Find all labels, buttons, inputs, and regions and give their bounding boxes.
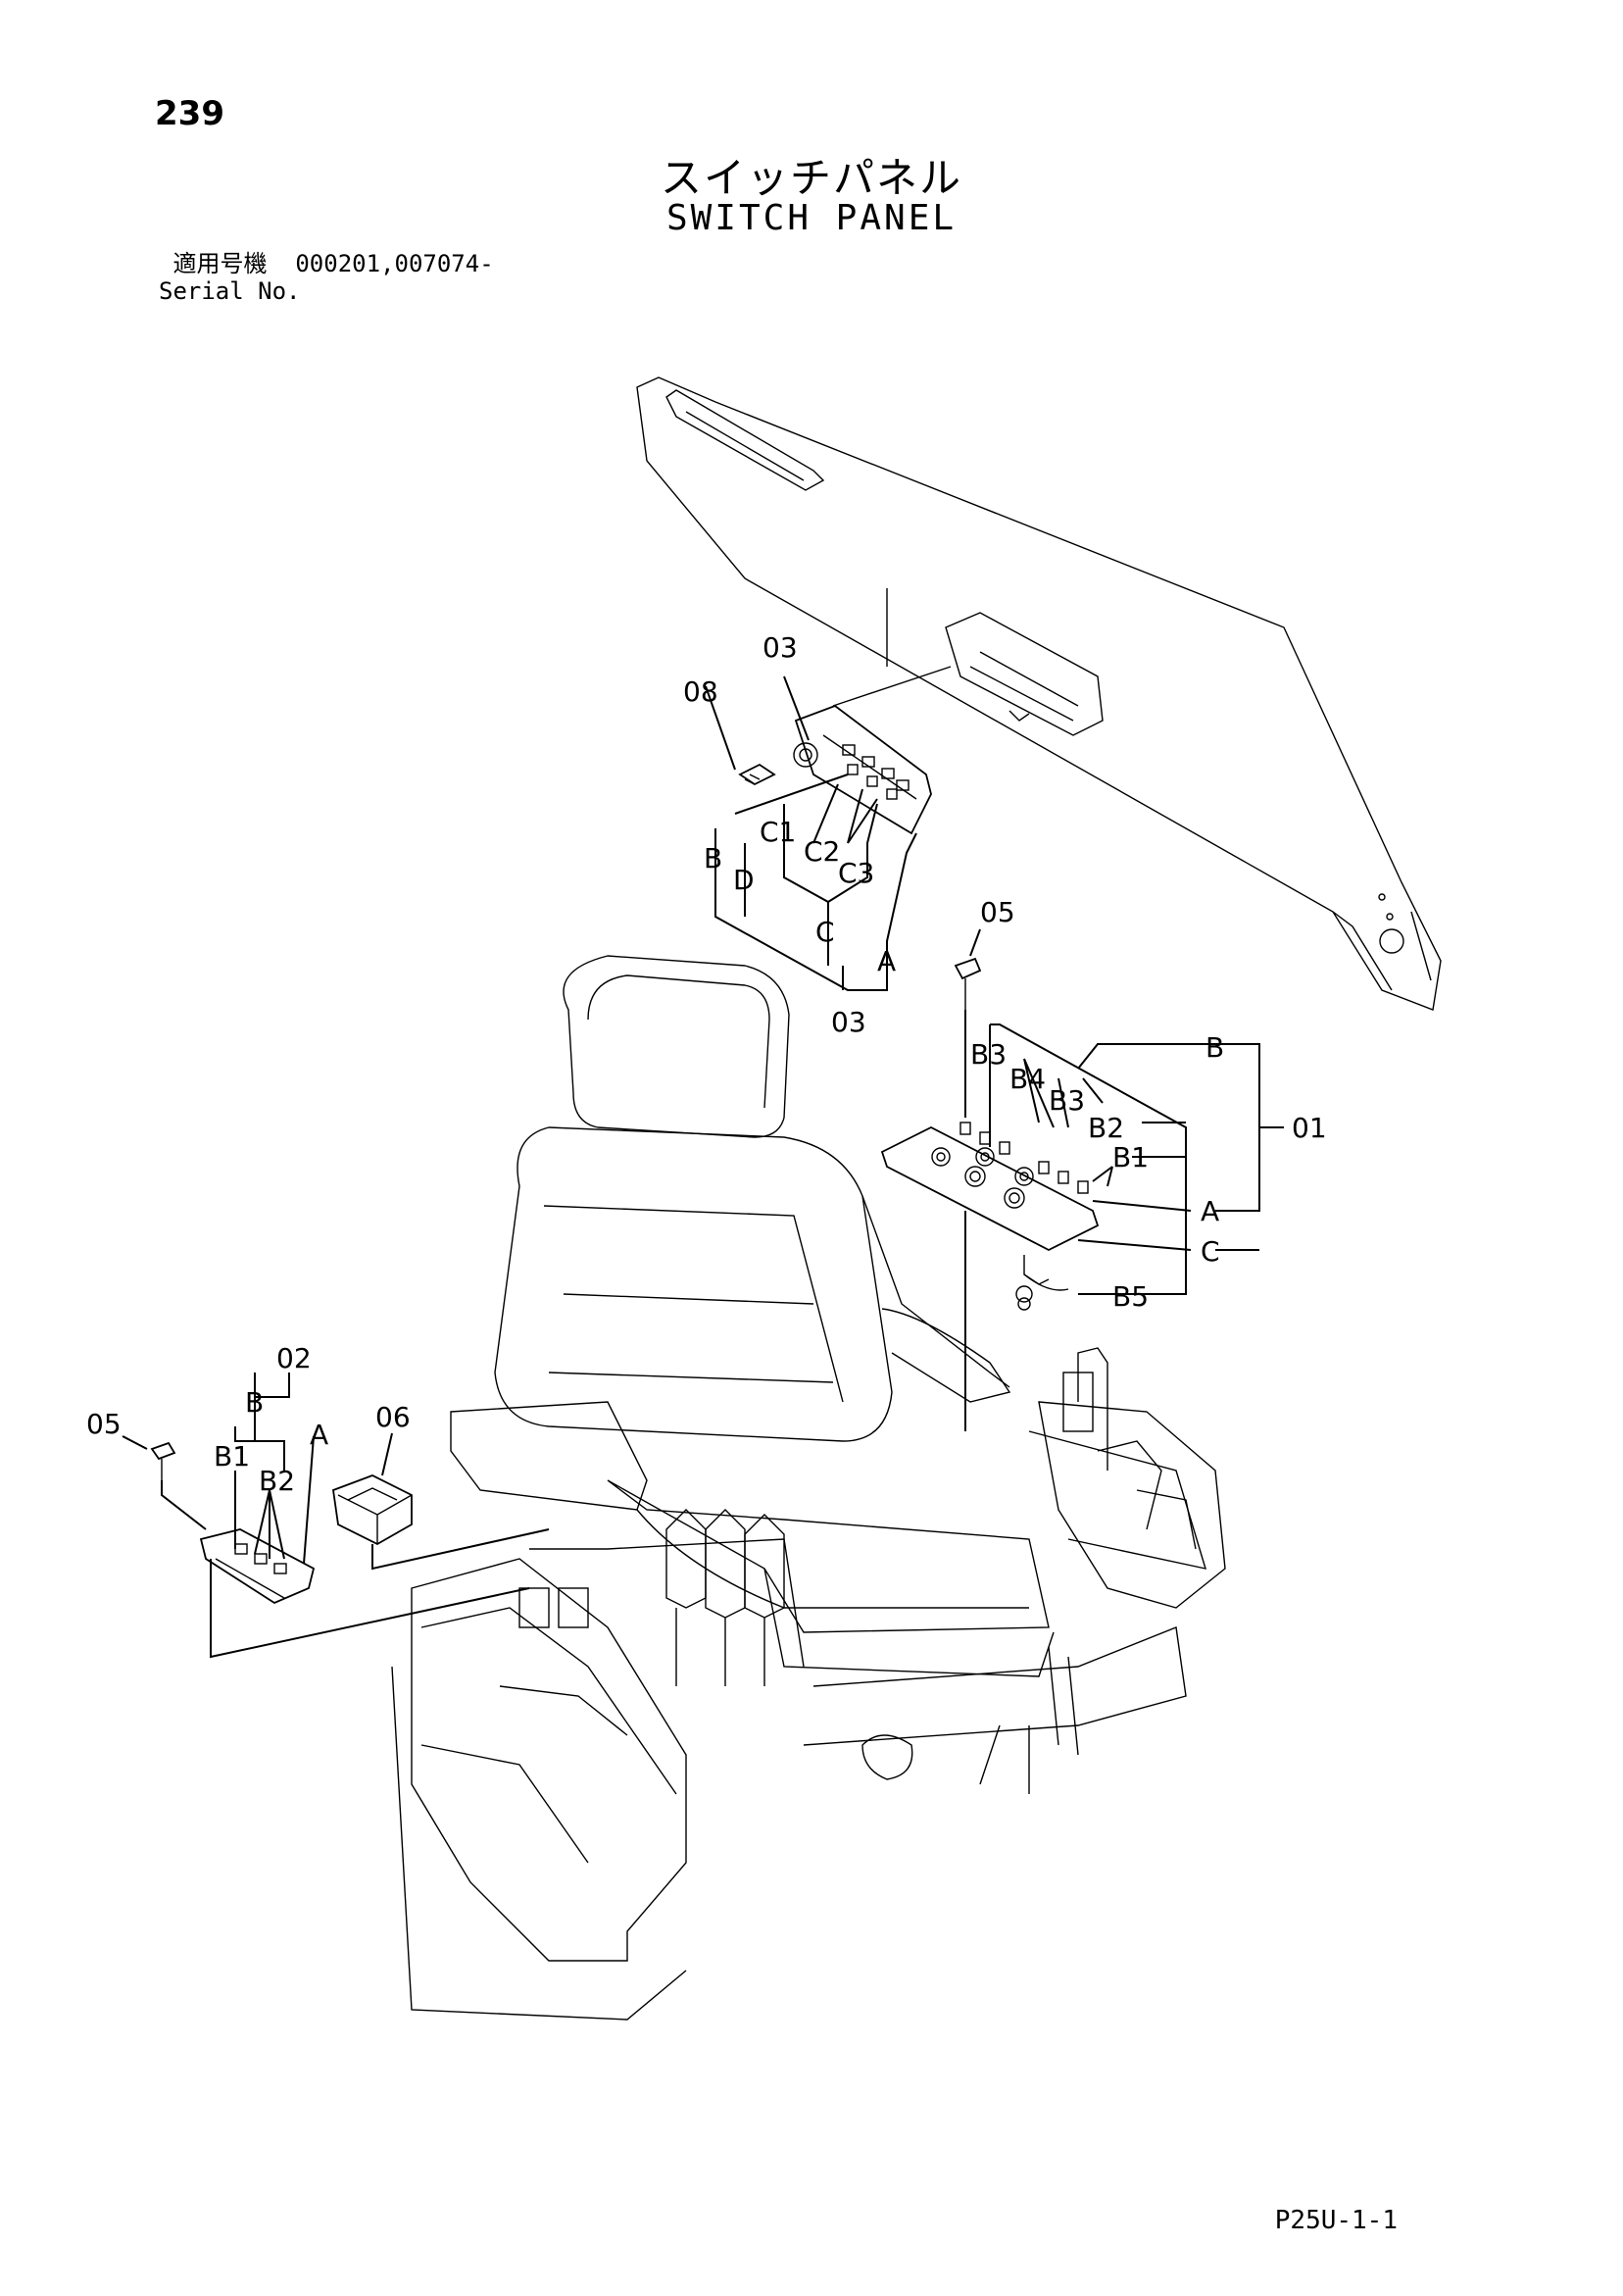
- page-number: 239: [155, 94, 224, 133]
- footer-page-code: P25U-1-1: [1274, 2206, 1398, 2235]
- callout-08: 08: [683, 675, 718, 708]
- callout-a-small: A: [310, 1419, 328, 1451]
- leader-lines-01: [964, 1010, 1284, 1431]
- serial-numbers: 000201,007074-: [295, 250, 494, 277]
- callout-labels: 03 08 B D C1 C2 C3 C A 03 05 B3 B4 B3 B2…: [86, 631, 1327, 1497]
- dashboard-panel-drawing: [636, 376, 1442, 1011]
- switch-06-drawing: [332, 1474, 413, 1546]
- callout-01: 01: [1292, 1112, 1327, 1144]
- callout-c1: C1: [760, 816, 796, 848]
- callout-b3-first: B3: [970, 1038, 1007, 1071]
- callout-b-small: B: [245, 1386, 264, 1419]
- callout-b2-small: B2: [259, 1465, 295, 1497]
- serial-label-japanese: 適用号機: [172, 250, 268, 277]
- callout-c-right: C: [1201, 1235, 1220, 1268]
- callout-03-top: 03: [762, 631, 798, 664]
- callout-a-right: A: [1201, 1195, 1219, 1227]
- callout-b1-small: B1: [214, 1440, 250, 1472]
- callout-b2-right: B2: [1088, 1112, 1124, 1144]
- switch-panel-03-drawing: [738, 666, 952, 835]
- callout-b3-second: B3: [1049, 1084, 1085, 1117]
- operator-seat-drawing: [450, 955, 1055, 1677]
- operator-console-drawing: [391, 1347, 1226, 2021]
- serial-label-english: Serial No.: [159, 277, 301, 305]
- callout-c2: C2: [804, 835, 840, 868]
- switch-panel-01-drawing: [880, 957, 1100, 1311]
- callout-pointers: [122, 928, 981, 1476]
- callout-d: D: [733, 864, 755, 896]
- leader-lines-02: [161, 1373, 550, 1659]
- page-title-english: SWITCH PANEL: [665, 198, 958, 238]
- callout-a-upper: A: [877, 945, 896, 977]
- callout-b4: B4: [1009, 1063, 1046, 1095]
- callout-06: 06: [375, 1401, 411, 1433]
- serial-number-block: 適用号機 000201,007074- Serial No.: [159, 250, 494, 305]
- callout-b5: B5: [1112, 1280, 1149, 1313]
- callout-b-right: B: [1205, 1031, 1224, 1064]
- callout-05-left: 05: [86, 1408, 122, 1440]
- callout-03-bottom: 03: [831, 1006, 866, 1038]
- leader-lines-03: [705, 675, 917, 991]
- callout-02: 02: [276, 1342, 312, 1374]
- callout-b-upper: B: [704, 842, 722, 874]
- callout-c3: C3: [838, 857, 874, 889]
- callout-c-upper: C: [815, 916, 835, 948]
- callout-b1-right: B1: [1112, 1141, 1149, 1173]
- page-title-japanese: スイッチパネル: [660, 154, 962, 202]
- callout-05-right: 05: [980, 896, 1015, 928]
